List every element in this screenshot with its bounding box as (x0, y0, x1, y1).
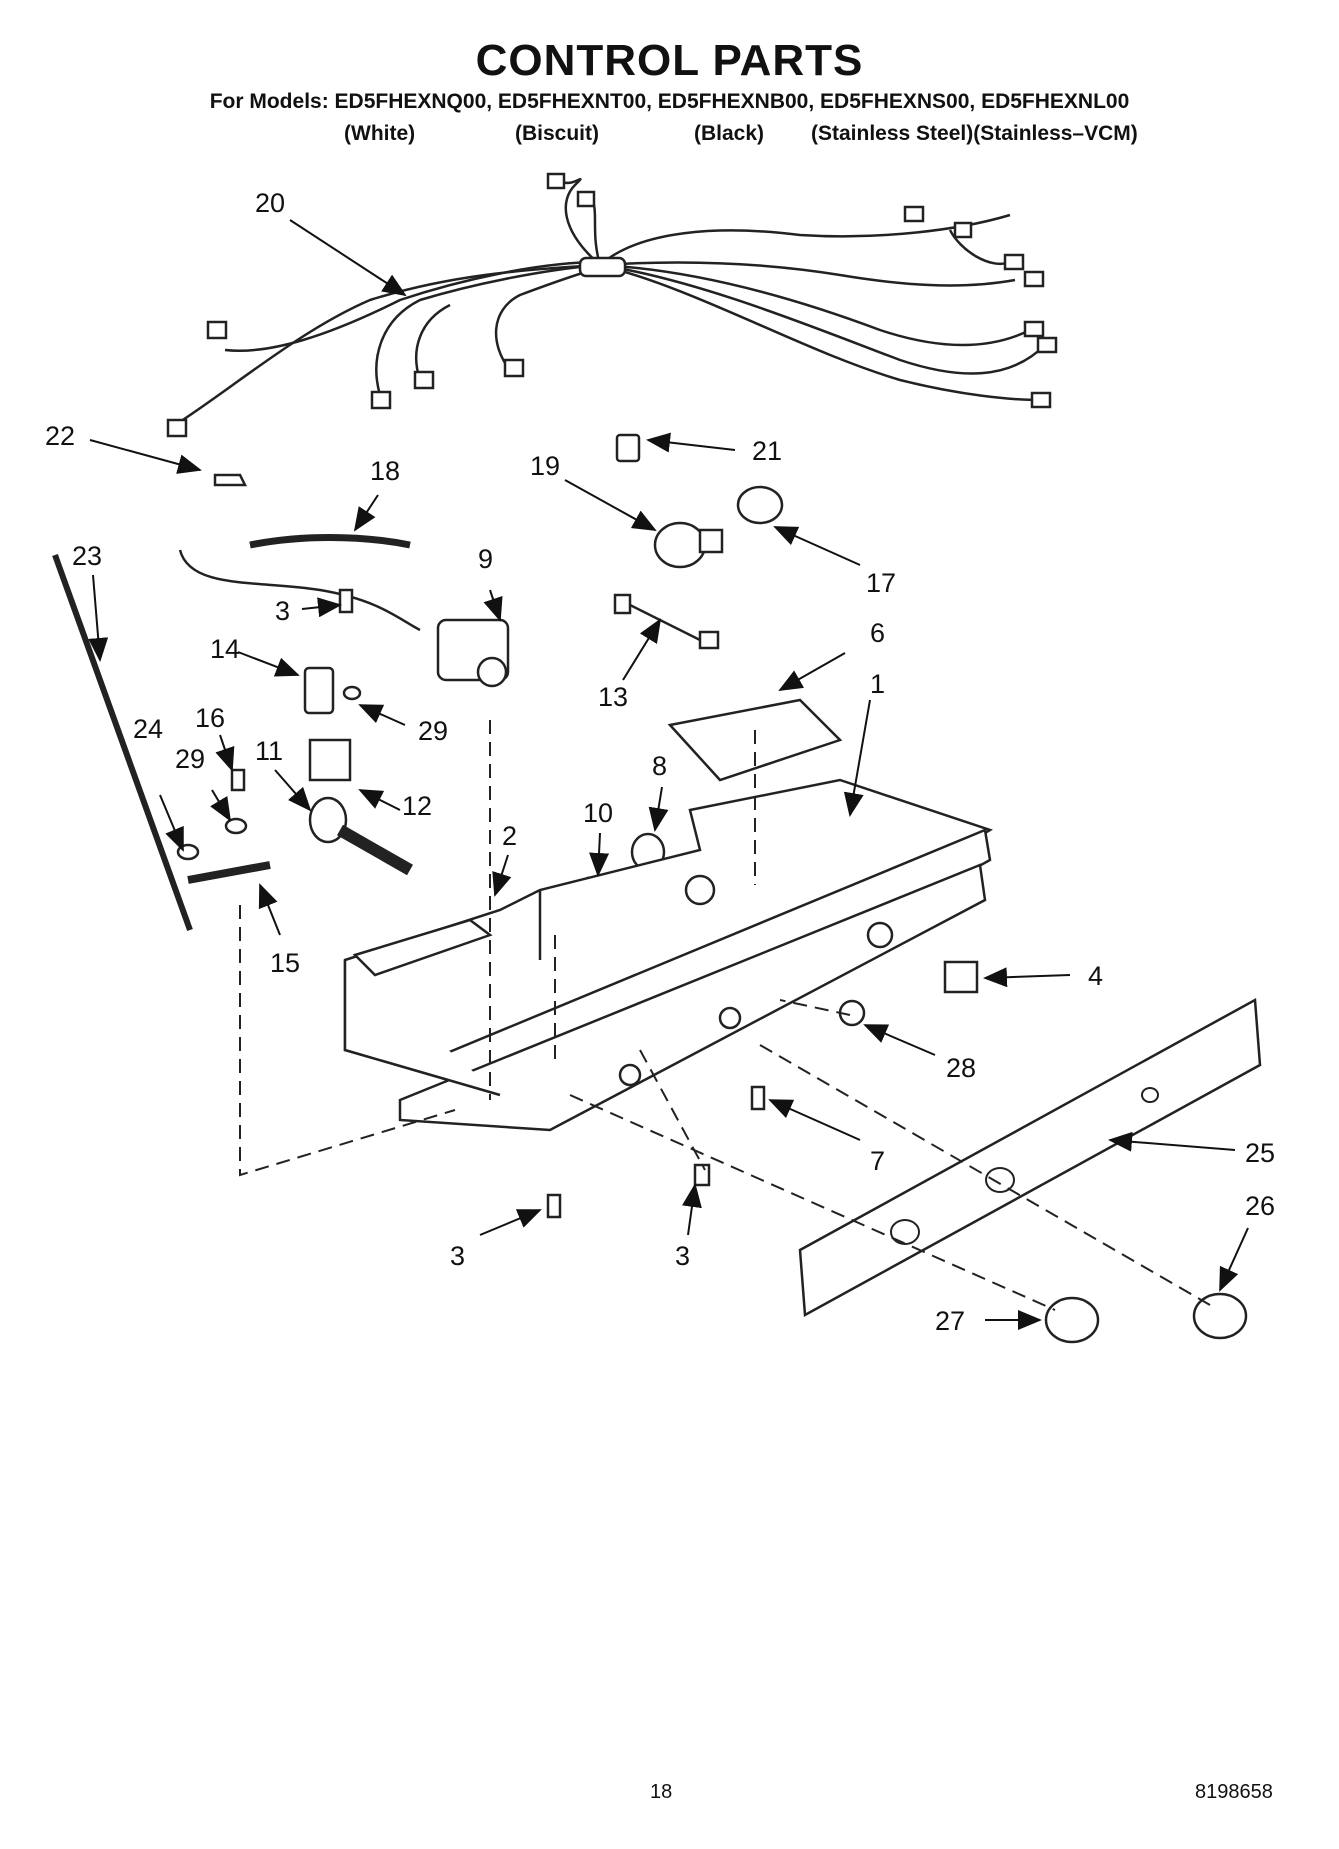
control-housing (343, 778, 993, 1132)
document-number: 8198658 (1195, 1781, 1273, 1803)
callout-label: 10 (583, 798, 613, 828)
callout-label: 8 (652, 751, 667, 781)
loose-parts (176, 433, 1248, 1344)
callout-label: 2 (502, 821, 517, 851)
control-panel (798, 997, 1262, 1318)
panel-holes (890, 1087, 1159, 1245)
page-title: CONTROL PARTS (475, 36, 864, 85)
callout-label: 24 (133, 714, 163, 744)
callout-label: 29 (175, 744, 205, 774)
callout-label: 4 (1088, 961, 1103, 991)
variant-black: (Black) (694, 122, 765, 145)
callout-label: 1 (870, 669, 885, 699)
callout-label: 23 (72, 541, 102, 571)
callout-label: 6 (870, 618, 885, 648)
callout-label: 22 (45, 421, 75, 451)
variant-white: (White) (344, 122, 416, 145)
page-number: 18 (650, 1781, 673, 1803)
callout-label: 25 (1245, 1138, 1275, 1168)
callout-label: 3 (275, 596, 290, 626)
callout-label: 14 (210, 634, 240, 664)
callout-label: 20 (255, 188, 285, 218)
callout-label: 12 (402, 791, 432, 821)
model-list: For Models: ED5FHEXNQ00, ED5FHEXNT00, ED… (209, 90, 1130, 113)
callout-label: 19 (530, 451, 560, 481)
leader-lines (88, 219, 1249, 1330)
alignment-lines (239, 720, 1211, 1311)
callout-label: 28 (946, 1053, 976, 1083)
callout-label: 18 (370, 456, 400, 486)
callout-label: 27 (935, 1306, 965, 1336)
callout-label: 15 (270, 948, 300, 978)
wiring-harness (166, 172, 1058, 438)
callout-labels: 20 22 21 19 18 17 23 9 3 14 13 6 29 16 2… (45, 188, 1275, 1336)
callout-label: 9 (478, 544, 493, 574)
callout-label: 21 (752, 436, 782, 466)
callout-label: 11 (255, 736, 283, 766)
callout-label: 7 (870, 1146, 885, 1176)
variant-biscuit: (Biscuit) (515, 122, 599, 145)
variant-stainless: (Stainless Steel)(Stainless–VCM) (811, 122, 1138, 145)
callout-label: 3 (675, 1241, 690, 1271)
callout-label: 17 (866, 568, 896, 598)
rod (52, 553, 193, 932)
callout-label: 3 (450, 1241, 465, 1271)
callout-label: 26 (1245, 1191, 1275, 1221)
callout-label: 16 (195, 703, 225, 733)
callout-label: 13 (598, 682, 628, 712)
callout-label: 29 (418, 716, 448, 746)
